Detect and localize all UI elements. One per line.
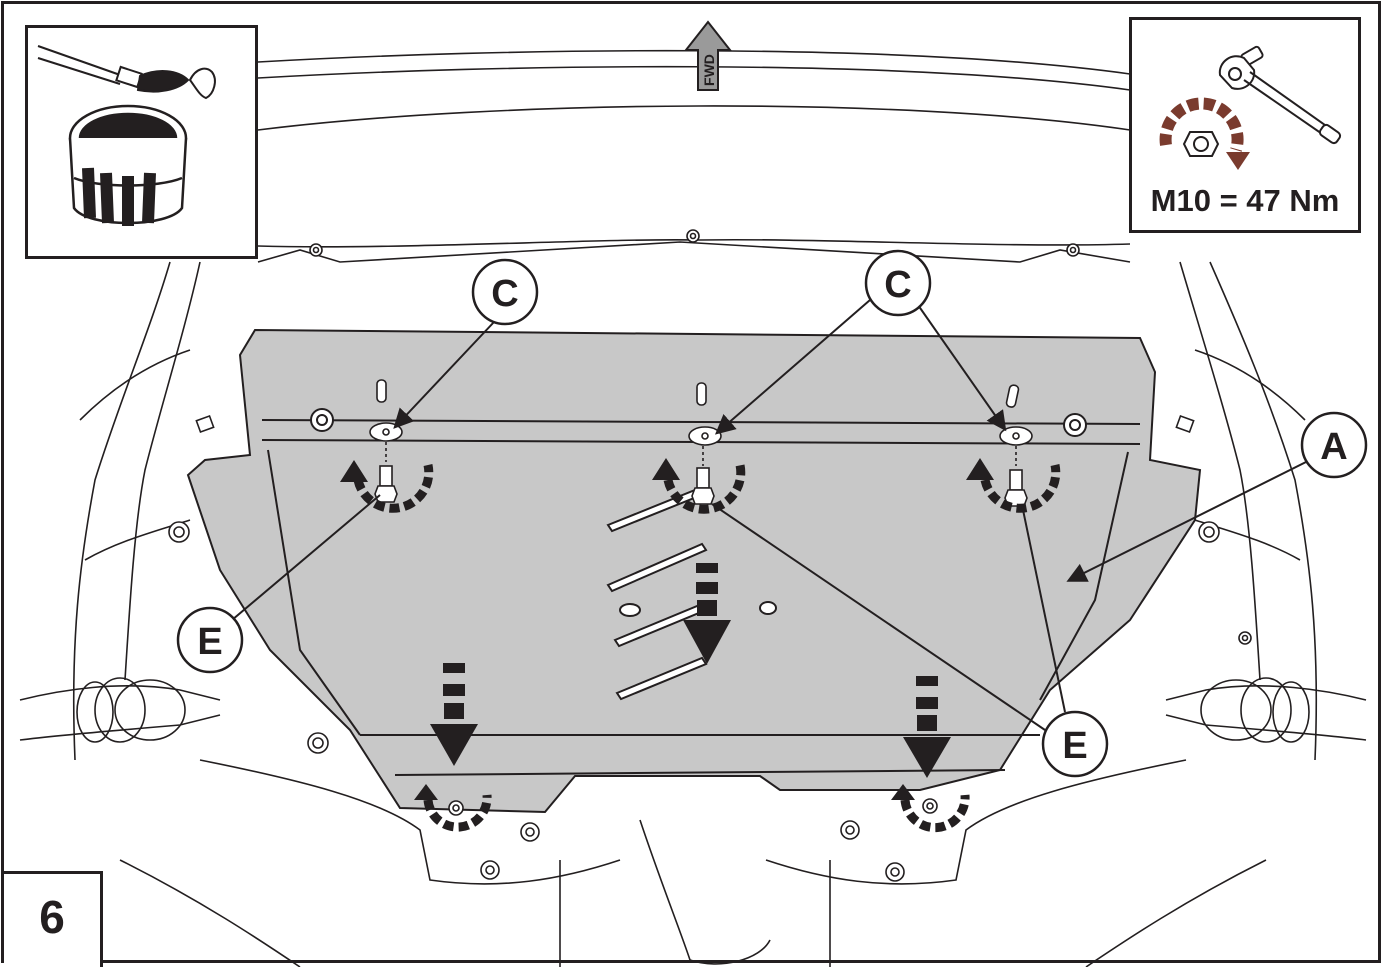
lower-bolts <box>448 798 938 816</box>
forward-direction-arrow <box>683 20 733 91</box>
callout-c-left: C <box>491 273 518 315</box>
tighten-arrows <box>353 464 1061 833</box>
install-arrows <box>430 563 951 778</box>
rotation-arrow-icon <box>1159 97 1250 170</box>
fastener-center <box>688 382 722 505</box>
fastener-right <box>999 384 1033 507</box>
callout-e-right: E <box>1062 725 1087 767</box>
step-number: 6 <box>39 891 65 943</box>
paint-brush-icon <box>37 45 216 100</box>
step-box <box>4 871 103 967</box>
paint-can-icon <box>37 45 216 226</box>
threadlocker-inset <box>25 25 258 259</box>
torque-inset <box>1129 17 1361 233</box>
torque-wrench-icon <box>1159 45 1342 170</box>
callout-a: A <box>1320 426 1347 468</box>
callout-e-left: E <box>197 621 222 663</box>
callout-c-right: C <box>884 264 911 306</box>
vehicle-underbody <box>19 49 1367 967</box>
callout-circles <box>176 249 1368 778</box>
leader-lines <box>231 299 1311 731</box>
tighten-arrowheads <box>340 458 994 800</box>
torque-spec: M10 = 47 Nm <box>1150 183 1340 218</box>
forward-label: FWD <box>701 54 717 86</box>
